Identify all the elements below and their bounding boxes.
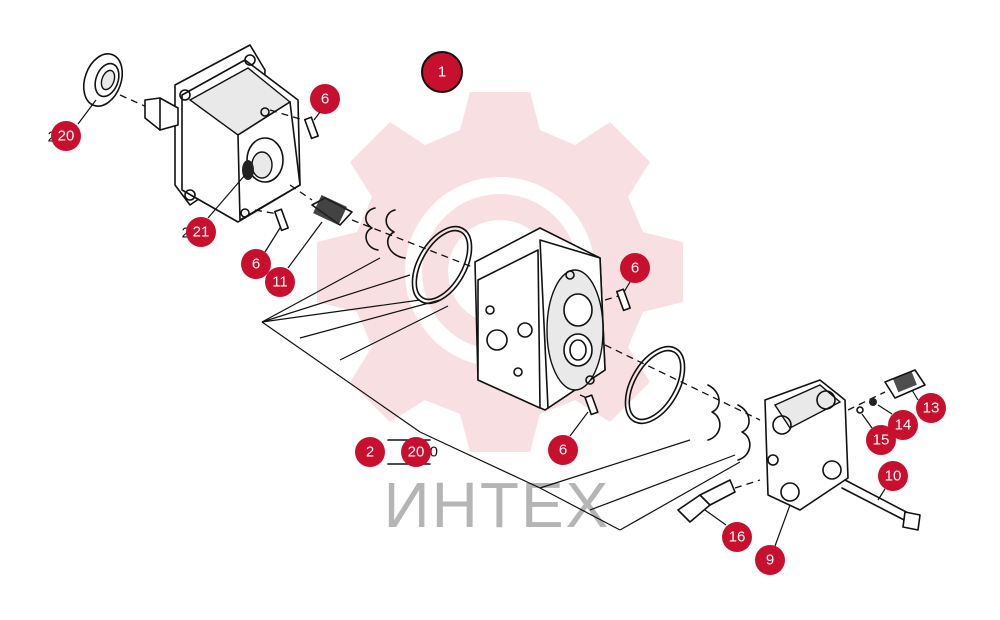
svg-text:9: 9 (766, 552, 774, 569)
leader-20 (77, 99, 97, 125)
assembly-callout-1[interactable]: 1 (421, 51, 463, 93)
leader-9 (774, 504, 791, 547)
dowel-pin-left (254, 208, 289, 232)
callout-9-rear-cover[interactable]: 9 (755, 545, 785, 575)
callout-stub-21: 2 (182, 225, 190, 242)
leader-16 (704, 509, 727, 526)
svg-text:11: 11 (272, 274, 288, 291)
svg-text:13: 13 (923, 400, 940, 417)
backup-ring-left (365, 207, 406, 259)
callout-10-bolt[interactable]: 10 (878, 461, 908, 491)
leader-lines-item-2 (261, 257, 741, 531)
o-ring-left (411, 225, 473, 305)
svg-text:21: 21 (193, 224, 210, 241)
svg-text:16: 16 (729, 529, 746, 546)
tie-bolt (841, 479, 921, 531)
leader-6-pump-lower (569, 411, 589, 437)
dowel-pin-upper (269, 109, 319, 140)
hydraulic-fitting (677, 479, 761, 523)
callout-20-seal[interactable]: 20 (51, 121, 81, 151)
dowel-pin-right-lower (579, 394, 599, 416)
leader-11 (287, 221, 323, 269)
svg-text:20: 20 (58, 128, 75, 145)
svg-text:20: 20 (408, 444, 425, 461)
leader-6-left (264, 227, 281, 253)
leader-21 (207, 174, 246, 219)
callout-20-seal-kit[interactable]: 20 (401, 437, 431, 467)
callout-11-coupling[interactable]: 11 (265, 267, 295, 297)
svg-text:10: 10 (885, 468, 902, 485)
callout-16-fitting[interactable]: 16 (722, 522, 752, 552)
svg-text:2: 2 (366, 444, 374, 461)
svg-text:6: 6 (321, 91, 329, 108)
shaft-seal-ring (82, 53, 124, 107)
callout-6-pump-lower-pin[interactable]: 6 (548, 435, 578, 465)
leader-13 (911, 389, 919, 401)
relief-valve-plug (847, 369, 926, 414)
svg-text:15: 15 (873, 432, 890, 449)
svg-text:14: 14 (895, 417, 912, 434)
axis-line-seal (119, 94, 159, 113)
callout-13-valve-plug[interactable]: 13 (916, 393, 946, 423)
callout-stub-2: 0 (430, 444, 438, 461)
backup-ring-right (707, 384, 751, 461)
callout-2-seal-kit[interactable]: 2 (355, 437, 385, 467)
callout-6-upper-pin[interactable]: 6 (310, 84, 340, 114)
callout-15-ball[interactable]: 15 (866, 425, 896, 455)
front-mounting-flange (144, 44, 301, 223)
watermark-text: ИНТЕХ (384, 469, 611, 541)
gear-pump-body (474, 227, 606, 411)
rear-cover-plate (764, 379, 849, 511)
drive-coupling-sleeve (289, 184, 476, 269)
dowel-pin-right-upper (604, 288, 631, 312)
svg-text:1: 1 (438, 64, 446, 81)
callout-14-spring[interactable]: 14 (888, 410, 918, 440)
leader-14 (877, 404, 893, 415)
svg-text:6: 6 (631, 260, 639, 277)
leader-6-pump-upper (623, 281, 631, 293)
svg-text:6: 6 (559, 442, 567, 459)
leader-15 (861, 413, 873, 429)
o-ring-right (624, 345, 686, 425)
leader-6-upper (313, 111, 321, 121)
svg-text:6: 6 (252, 256, 260, 273)
callout-6-pump-upper-pin[interactable]: 6 (620, 253, 650, 283)
callout-21-flange[interactable]: 21 (186, 217, 216, 247)
leader-10 (877, 488, 886, 501)
callout-6-left-pin[interactable]: 6 (241, 249, 271, 279)
